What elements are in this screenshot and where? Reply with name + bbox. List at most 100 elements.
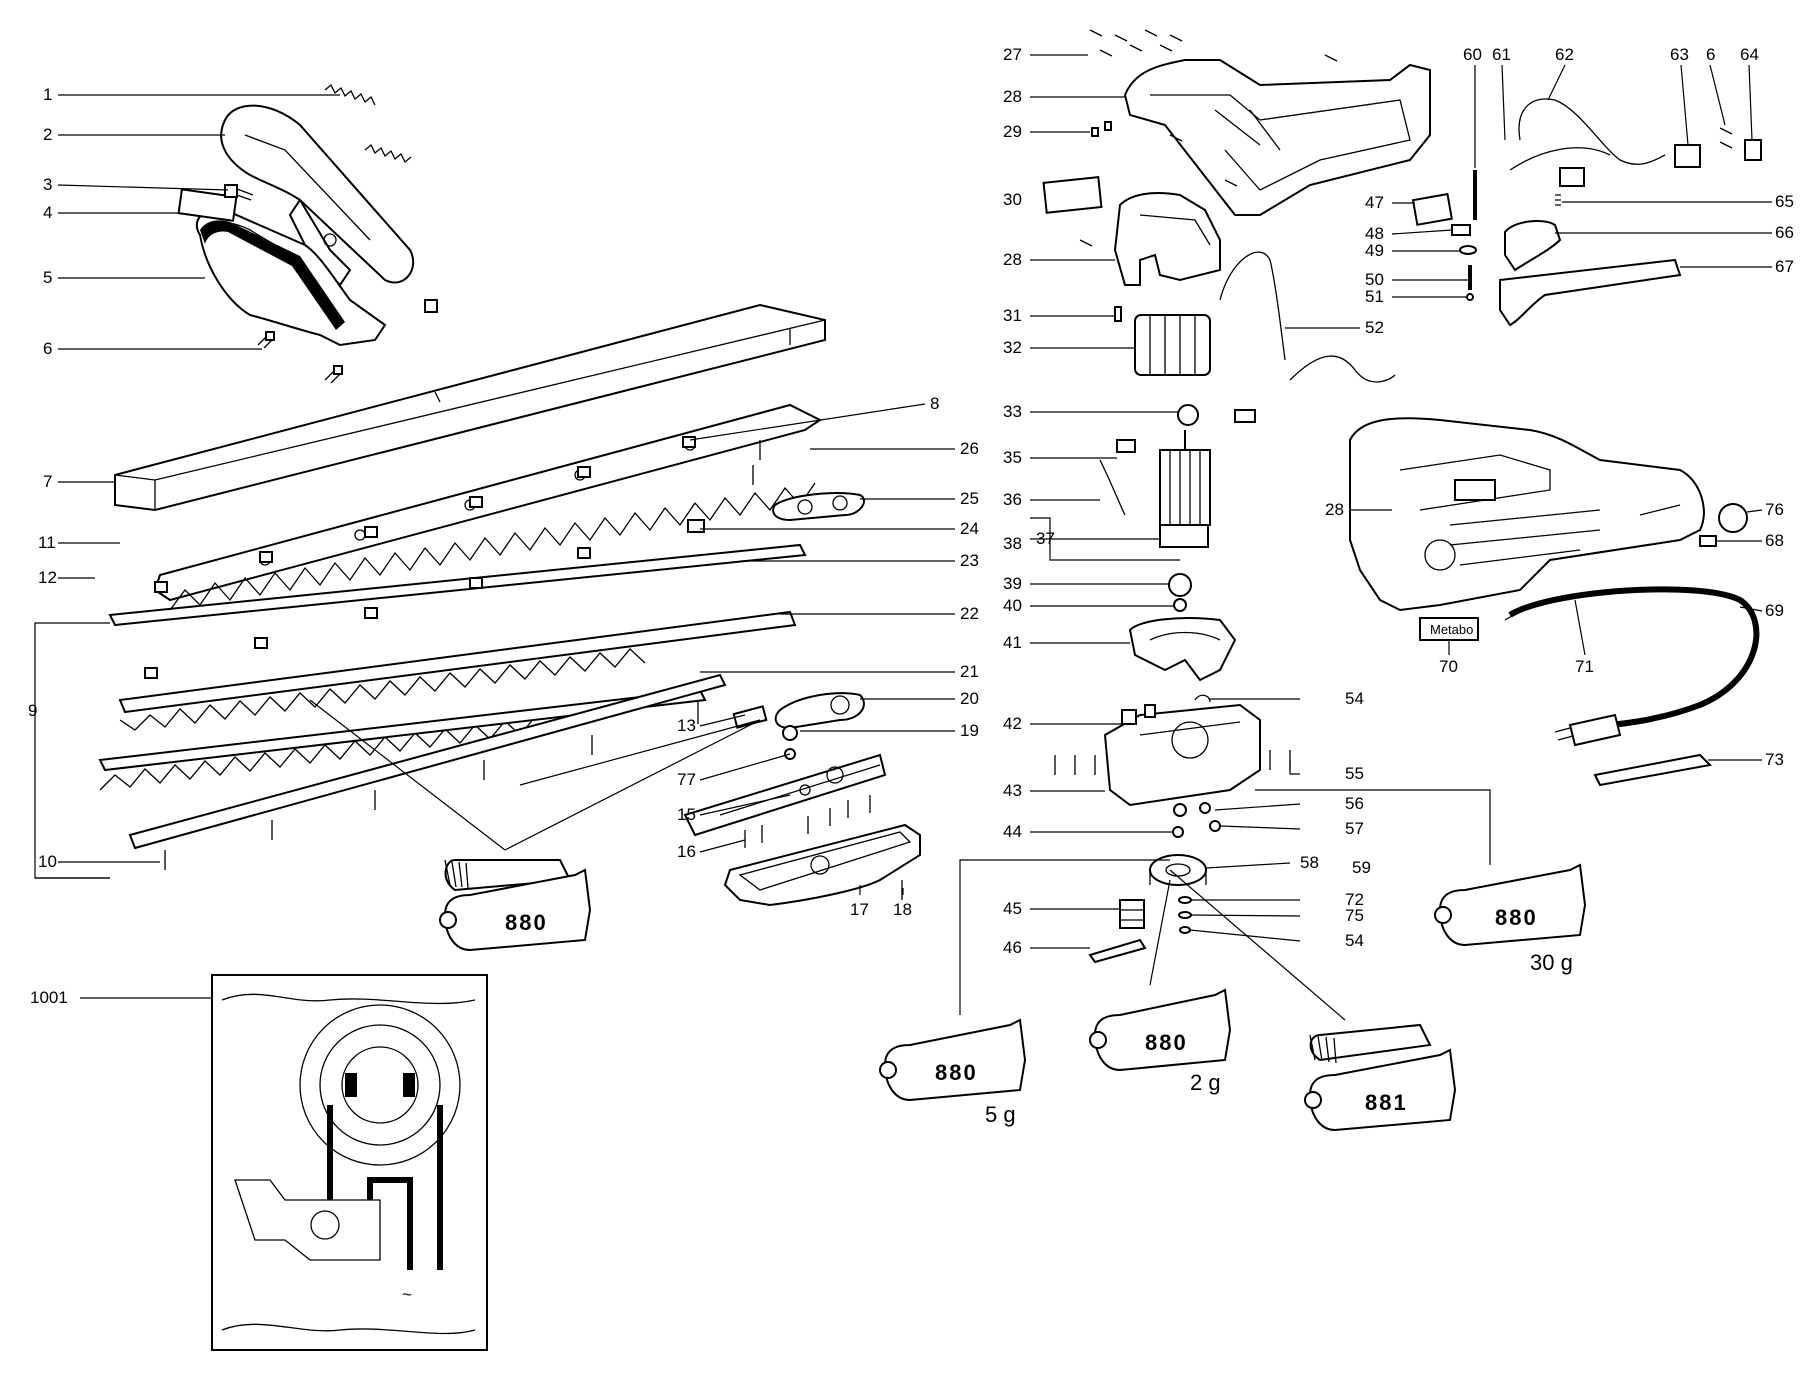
callout-4: 4 — [43, 203, 52, 222]
callout-32: 32 — [1003, 338, 1022, 357]
callout-54a: 54 — [1345, 689, 1364, 708]
capacitor-part-63 — [1674, 144, 1701, 168]
tube-bottom-left-code: 880 — [935, 1060, 978, 1085]
housing-shell-part — [1123, 59, 1431, 216]
tube-bottom-right-code: 881 — [1365, 1090, 1408, 1115]
callout-72: 72 — [1345, 890, 1364, 909]
callout-7: 7 — [43, 472, 52, 491]
callout-28c: 28 — [1325, 500, 1344, 519]
clamp-part-68 — [1699, 535, 1717, 547]
callout-29: 29 — [1003, 122, 1022, 141]
tube-right-code: 880 — [1495, 905, 1538, 930]
fan-housing-part — [1128, 617, 1237, 682]
callout-21: 21 — [960, 662, 979, 681]
callout-6: 6 — [43, 339, 52, 358]
carbon-brushes — [1116, 409, 1256, 453]
grommet-part-76 — [1718, 503, 1748, 533]
spring-part-65 — [1555, 194, 1561, 206]
callout-28a: 28 — [1003, 87, 1022, 106]
cable-part-61-62 — [1509, 98, 1666, 187]
stator-part — [1114, 306, 1211, 376]
callout-40: 40 — [1003, 596, 1022, 615]
callout-52: 52 — [1365, 318, 1384, 337]
callout-8: 8 — [930, 394, 939, 413]
callout-28b: 28 — [1003, 250, 1022, 269]
logo-label-part: Metabo — [1419, 617, 1479, 641]
callout-39: 39 — [1003, 574, 1022, 593]
callout-77: 77 — [677, 770, 696, 789]
callout-73: 73 — [1765, 750, 1784, 769]
callout-16: 16 — [677, 842, 696, 861]
callout-38: 38 — [1003, 534, 1022, 553]
housing-screws-55 — [1054, 750, 1291, 775]
wiring-diagram-box: ~ — [211, 974, 488, 1351]
tube-bottom-mid-code: 880 — [1145, 1030, 1188, 1055]
clip-part-64 — [1744, 139, 1762, 161]
callout-13: 13 — [677, 716, 696, 735]
callout-45: 45 — [1003, 899, 1022, 918]
grease-tube-left: 880 — [439, 859, 592, 952]
small-washers-72-75 — [1178, 896, 1192, 934]
callout-36: 36 — [1003, 490, 1022, 509]
callout-10: 10 — [38, 852, 57, 871]
callout-64: 64 — [1740, 45, 1759, 64]
callout-46: 46 — [1003, 938, 1022, 957]
blade-screws — [164, 440, 761, 870]
callout-42: 42 — [1003, 714, 1022, 733]
callout-30: 30 — [1003, 190, 1022, 209]
gear-housing-part — [1103, 703, 1261, 807]
callout-58: 58 — [1300, 853, 1319, 872]
pins-part-29 — [1091, 121, 1112, 137]
callout-2: 2 — [43, 125, 52, 144]
label-part-30 — [1042, 176, 1103, 214]
plate-screws — [744, 795, 903, 900]
trigger-part-66 — [1504, 219, 1562, 272]
hex-key-part-73 — [1593, 753, 1713, 787]
callout-1: 1 — [43, 85, 52, 104]
guide-bar-part — [153, 403, 822, 602]
grease-tube-right: 880 30 g — [1434, 863, 1587, 975]
pressure-plate-part — [772, 492, 865, 522]
callout-59: 59 — [1352, 858, 1371, 877]
washer-part-40 — [1173, 598, 1187, 612]
callout-1001: 1001 — [30, 988, 68, 1007]
clip-part-48 — [1451, 224, 1471, 236]
tube-right-weight: 30 g — [1530, 950, 1573, 975]
motor-cover-part — [1113, 192, 1221, 286]
callout-68: 68 — [1765, 531, 1784, 550]
washer-part-19 — [782, 725, 798, 741]
leader-lines — [34, 54, 1772, 1021]
blade-cover-part — [114, 303, 826, 512]
callout-6b: 6 — [1706, 45, 1715, 64]
callout-62: 62 — [1555, 45, 1574, 64]
power-cord-part — [1504, 586, 1760, 747]
callout-25: 25 — [960, 489, 979, 508]
callout-15: 15 — [677, 805, 696, 824]
switch-part-47 — [1411, 192, 1453, 226]
gear-part-58 — [1149, 854, 1207, 886]
bearing-part-39 — [1168, 573, 1192, 597]
callout-75: 75 — [1345, 906, 1364, 925]
callout-3: 3 — [43, 175, 52, 194]
callout-41: 41 — [1003, 633, 1022, 652]
callout-33: 33 — [1003, 402, 1022, 421]
washer-part-49 — [1459, 245, 1477, 255]
callout-20: 20 — [960, 689, 979, 708]
callout-37: 37 — [1036, 529, 1055, 548]
callout-23: 23 — [960, 551, 979, 570]
callout-44: 44 — [1003, 822, 1022, 841]
lower-blade-part — [98, 610, 797, 791]
clip-part-54 — [1194, 694, 1211, 703]
assembled-housing-part — [1349, 417, 1705, 612]
ball-part-51 — [1466, 293, 1474, 301]
tube-bottom-mid-weight: 2 g — [1190, 1070, 1221, 1095]
callout-5: 5 — [43, 268, 52, 287]
callout-67: 67 — [1775, 257, 1794, 276]
nut-part-42 — [1121, 709, 1137, 725]
callout-65: 65 — [1775, 192, 1794, 211]
callout-54b: 54 — [1345, 931, 1364, 950]
bottom-plate-part — [723, 823, 921, 907]
screws-part-6b — [1719, 127, 1733, 149]
callout-76: 76 — [1765, 500, 1784, 519]
callout-11: 11 — [38, 533, 56, 552]
